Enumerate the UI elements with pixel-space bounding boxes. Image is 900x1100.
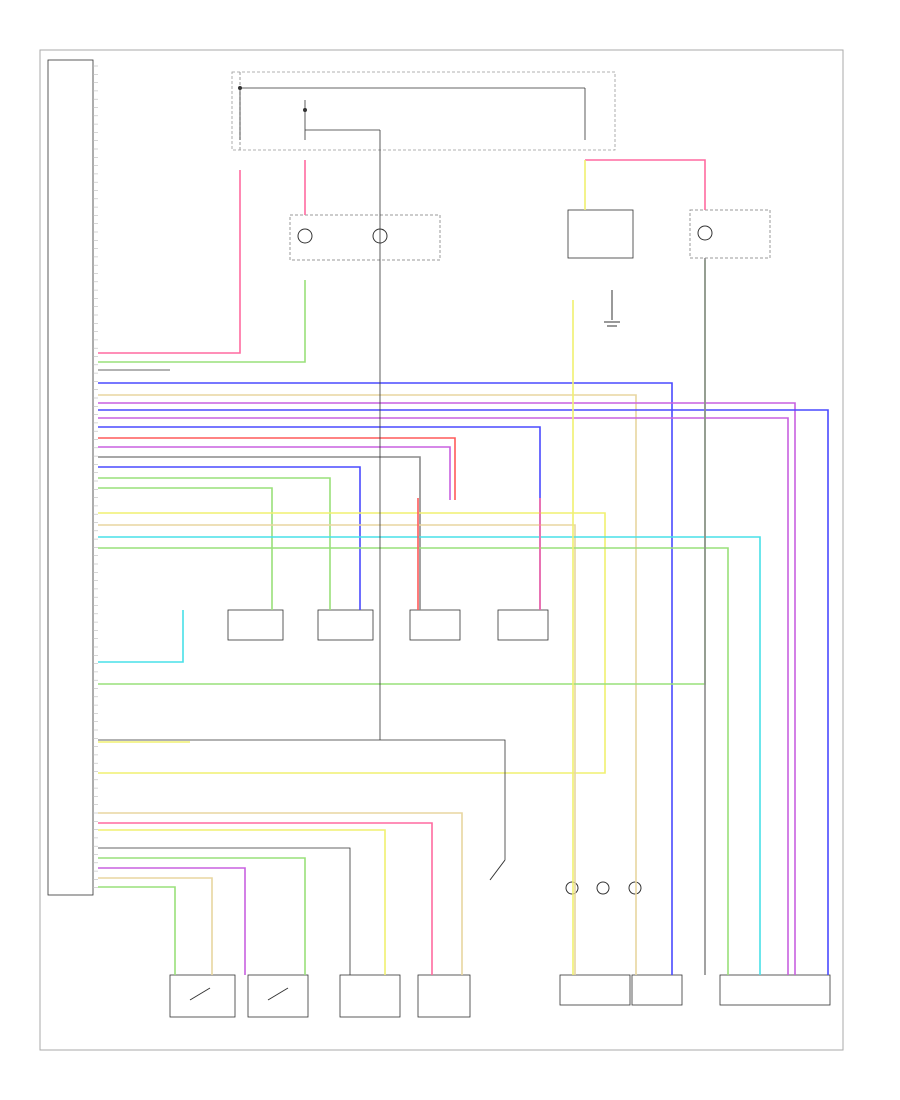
wire-black	[98, 847, 351, 975]
splice-dot-icon	[238, 86, 242, 90]
wire-red	[98, 437, 456, 500]
diagram-frame	[39, 49, 844, 1051]
wire-cyan	[98, 536, 761, 975]
wire-green	[98, 260, 706, 685]
wire-tan	[98, 812, 463, 975]
wire-blue	[98, 466, 361, 610]
indicator-lamp-1	[289, 214, 441, 261]
wire-yellow	[98, 512, 606, 774]
wire-cyan	[98, 610, 184, 663]
module-box-top	[567, 209, 634, 259]
squib-icon	[565, 881, 642, 895]
wire-pink	[98, 170, 241, 354]
bottom-component-boxes	[169, 974, 831, 1018]
wire-tan	[98, 524, 576, 975]
connector-pin-ticks	[93, 65, 98, 889]
wire-violet	[98, 867, 246, 975]
wire-green	[98, 886, 176, 975]
wire-violet	[98, 402, 796, 975]
mid-component-boxes	[227, 609, 549, 641]
wire-pink	[98, 822, 433, 975]
wire-green	[98, 547, 729, 975]
wire-blue	[98, 409, 829, 975]
splice-dot-icon	[303, 108, 307, 112]
wire-green	[98, 280, 306, 363]
wire-pink	[585, 159, 706, 210]
wire-violet	[98, 446, 451, 500]
indicator-lamp-2	[689, 209, 771, 259]
lamp-icon	[297, 228, 313, 244]
switch-icon	[189, 859, 506, 1001]
wire-tan	[98, 877, 213, 975]
wire-blue	[98, 426, 541, 610]
ground-icon	[604, 290, 620, 327]
wire-blue	[98, 382, 673, 975]
wire-green	[98, 857, 306, 975]
wire-harness	[98, 159, 829, 975]
wire-green	[98, 477, 331, 610]
wire-gray	[98, 456, 421, 610]
wire-tan	[98, 394, 637, 975]
lamp-icon	[697, 225, 713, 241]
wire-black	[98, 739, 506, 860]
fuse-block	[231, 71, 616, 160]
wire-violet	[98, 417, 789, 975]
wire-yellow	[98, 829, 386, 975]
wire-green	[98, 487, 273, 610]
control-module-connector	[47, 59, 94, 896]
